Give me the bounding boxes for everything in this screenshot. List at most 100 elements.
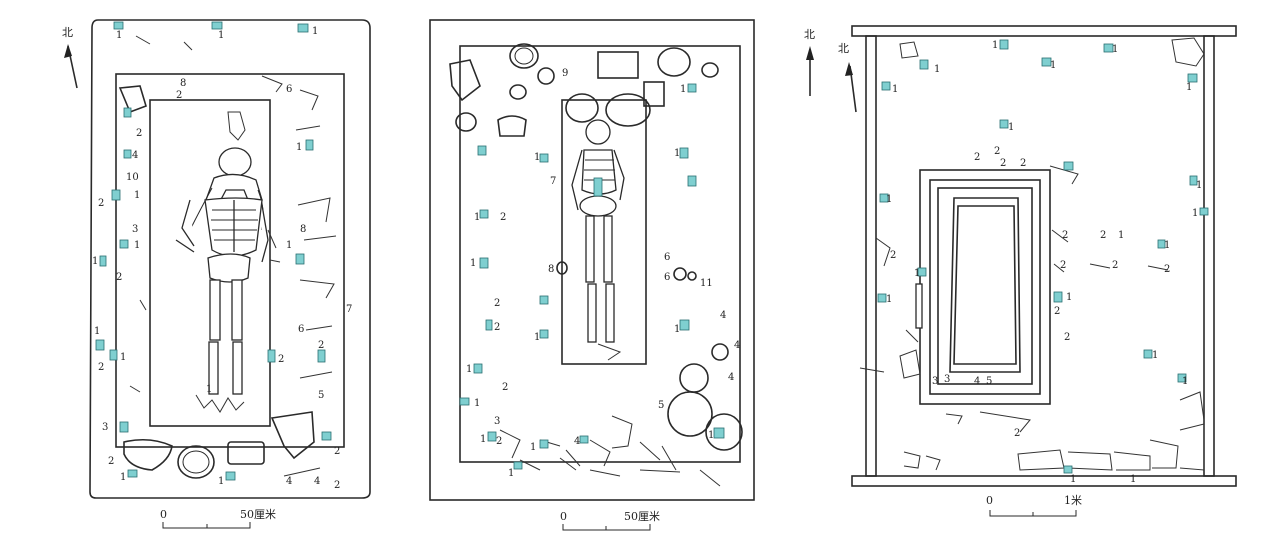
outer-pit-middle — [429, 19, 755, 501]
north-arrow-right-icon — [806, 46, 814, 96]
svg-text:2: 2 — [494, 322, 500, 333]
svg-text:2: 2 — [974, 152, 980, 163]
item-numbers-middle: 9 1 1 1 7 1 2 1 8 6 6 11 2 2 1 1 4 4 4 1… — [466, 68, 740, 479]
vessels-middle — [449, 43, 743, 451]
svg-text:2: 2 — [994, 146, 1000, 157]
svg-text:1: 1 — [116, 30, 122, 41]
north-label-left: 北 — [62, 26, 73, 39]
svg-text:2: 2 — [108, 456, 114, 467]
outer-coffin-right — [919, 169, 1051, 405]
skeleton-left — [175, 111, 269, 413]
svg-text:2: 2 — [1054, 306, 1060, 317]
svg-text:1: 1 — [886, 194, 892, 205]
svg-text:1: 1 — [1182, 376, 1188, 387]
outer-coffin-middle — [459, 45, 741, 463]
svg-text:2: 2 — [1112, 260, 1118, 271]
svg-text:2: 2 — [136, 128, 142, 139]
svg-text:3: 3 — [944, 374, 950, 385]
svg-text:6: 6 — [298, 324, 304, 335]
svg-text:2: 2 — [334, 446, 340, 457]
svg-text:2: 2 — [496, 436, 502, 447]
svg-text:1米: 1米 — [1064, 494, 1082, 507]
svg-text:4: 4 — [728, 372, 734, 383]
svg-text:10: 10 — [126, 172, 139, 183]
bone-right — [915, 283, 923, 329]
inner-coffin-left — [149, 99, 271, 427]
svg-text:1: 1 — [674, 148, 680, 159]
svg-text:1: 1 — [1186, 82, 1192, 93]
tomb-plan-middle: 9 1 1 1 7 1 2 1 8 6 6 11 2 2 1 1 4 4 4 1… — [429, 19, 755, 531]
svg-text:1: 1 — [1192, 208, 1198, 219]
inner-coffin-middle — [561, 99, 647, 365]
svg-text:1: 1 — [218, 30, 224, 41]
svg-text:1: 1 — [1196, 180, 1202, 191]
svg-text:1: 1 — [992, 40, 998, 51]
svg-text:50厘米: 50厘米 — [240, 508, 276, 521]
tomb-plan-right: 北 北 — [804, 25, 1237, 517]
svg-text:2: 2 — [318, 340, 324, 351]
svg-text:2: 2 — [176, 90, 182, 101]
svg-text:2: 2 — [500, 212, 506, 223]
svg-text:1: 1 — [708, 430, 714, 441]
skeleton-middle — [571, 119, 625, 361]
middle-coffin-right — [929, 179, 1041, 395]
svg-text:1: 1 — [134, 240, 140, 251]
svg-text:1: 1 — [474, 398, 480, 409]
svg-text:6: 6 — [286, 84, 292, 95]
svg-text:2: 2 — [1060, 260, 1066, 271]
svg-text:1: 1 — [1130, 474, 1136, 485]
outer-pit-left — [89, 19, 371, 499]
svg-text:2: 2 — [1062, 230, 1068, 241]
svg-text:1: 1 — [674, 324, 680, 335]
svg-text:1: 1 — [474, 212, 480, 223]
svg-text:7: 7 — [346, 304, 352, 315]
innermost-coffin-right — [949, 197, 1021, 373]
north-label-right: 北 — [804, 28, 815, 41]
svg-text:1: 1 — [1070, 474, 1076, 485]
corner-vessel — [118, 85, 147, 114]
svg-text:11: 11 — [700, 278, 713, 289]
scatter-fragments-left — [129, 35, 337, 477]
svg-text:1: 1 — [1112, 44, 1118, 55]
svg-text:1: 1 — [1008, 122, 1014, 133]
svg-text:6: 6 — [664, 252, 670, 263]
svg-text:0: 0 — [560, 510, 567, 523]
svg-text:1: 1 — [508, 468, 514, 479]
svg-text:0: 0 — [160, 508, 167, 521]
svg-text:1: 1 — [1066, 292, 1072, 303]
item-numbers-right: 1 1 1 1 1 1 1 2 2 2 2 1 1 1 2 1 2 1 2 2 … — [886, 40, 1202, 485]
svg-text:1: 1 — [934, 64, 940, 75]
svg-text:3: 3 — [494, 416, 500, 427]
svg-text:1: 1 — [534, 332, 540, 343]
svg-text:4: 4 — [132, 150, 138, 161]
svg-text:8: 8 — [180, 78, 186, 89]
svg-text:4: 4 — [574, 436, 580, 447]
svg-text:1: 1 — [534, 152, 540, 163]
svg-text:1: 1 — [1050, 60, 1056, 71]
svg-text:2: 2 — [1164, 264, 1170, 275]
svg-text:1: 1 — [94, 326, 100, 337]
north-arrow-right-2-icon — [845, 62, 857, 113]
svg-text:2: 2 — [890, 250, 896, 261]
north-label-right-2: 北 — [838, 42, 849, 55]
svg-text:1: 1 — [466, 364, 472, 375]
svg-text:1: 1 — [218, 476, 224, 487]
svg-text:1: 1 — [914, 268, 920, 279]
svg-text:1: 1 — [1164, 240, 1170, 251]
svg-text:4: 4 — [314, 476, 320, 487]
round-basin — [177, 445, 215, 479]
jade-fragments-left — [95, 21, 332, 481]
svg-text:1: 1 — [680, 84, 686, 95]
svg-text:1: 1 — [1152, 350, 1158, 361]
svg-text:2: 2 — [1020, 158, 1026, 169]
svg-text:2: 2 — [1000, 158, 1006, 169]
svg-text:1: 1 — [470, 258, 476, 269]
svg-text:2: 2 — [98, 198, 104, 209]
svg-text:5: 5 — [986, 376, 992, 387]
svg-text:3: 3 — [102, 422, 108, 433]
svg-text:1: 1 — [134, 190, 140, 201]
svg-text:1: 1 — [1118, 230, 1124, 241]
svg-text:2: 2 — [1014, 428, 1020, 439]
svg-text:2: 2 — [1100, 230, 1106, 241]
svg-text:2: 2 — [334, 480, 340, 491]
